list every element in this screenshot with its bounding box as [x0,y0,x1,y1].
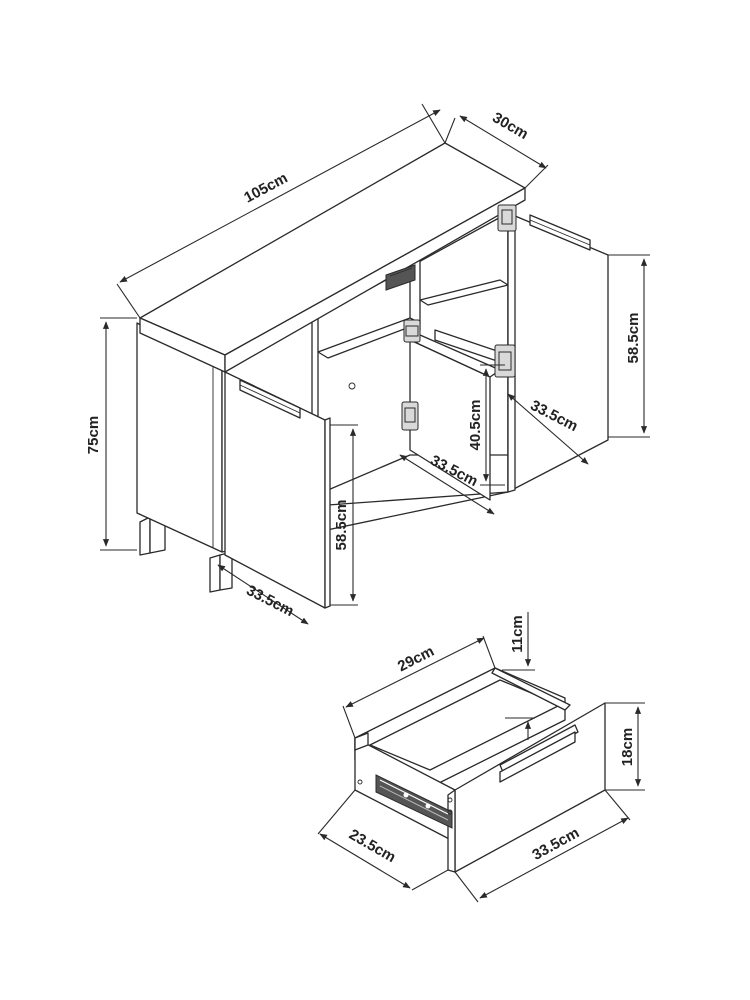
drawer-slide [375,774,453,829]
middle-door-hinges [401,319,421,431]
drawer-handle [499,724,579,783]
right-door [507,212,609,493]
right-door-width-line [507,393,589,465]
shelf-pin-hole [348,382,356,390]
right-door-handle [529,214,591,251]
drawer [354,667,606,873]
left-door-handle [239,379,301,419]
left-door-height-label: 58.5cm [333,500,350,551]
drawer-front-height-label: 18cm [619,728,636,766]
drawer-inner-width-line [345,637,485,708]
left-door-width-line [217,564,309,625]
drawer-screw-hole [357,779,363,785]
inner-height-label: 40.5cm [467,400,484,451]
drawer-depth-label: 23.5cm [346,826,399,866]
drawer-screw-hole [447,809,453,815]
width-dimension-line [119,109,441,283]
right-door-height-label: 58.5cm [625,313,642,364]
drawer-depth-line [319,833,411,889]
height-label: 75cm [85,416,102,454]
drawer-inner-width-label: 29cm [395,643,437,676]
sideboard [136,142,609,609]
drawer-front-width-label: 33.5cm [529,824,582,864]
drawer-front-width-line [479,817,629,899]
depth-dimension-line [459,115,547,169]
width-label: 105cm [241,170,290,207]
drawer-inner-height-label: 11cm [509,615,526,653]
right-door-hinges [494,204,517,378]
drawer-screw-hole [447,797,453,803]
middle-door-width-line [399,454,495,515]
